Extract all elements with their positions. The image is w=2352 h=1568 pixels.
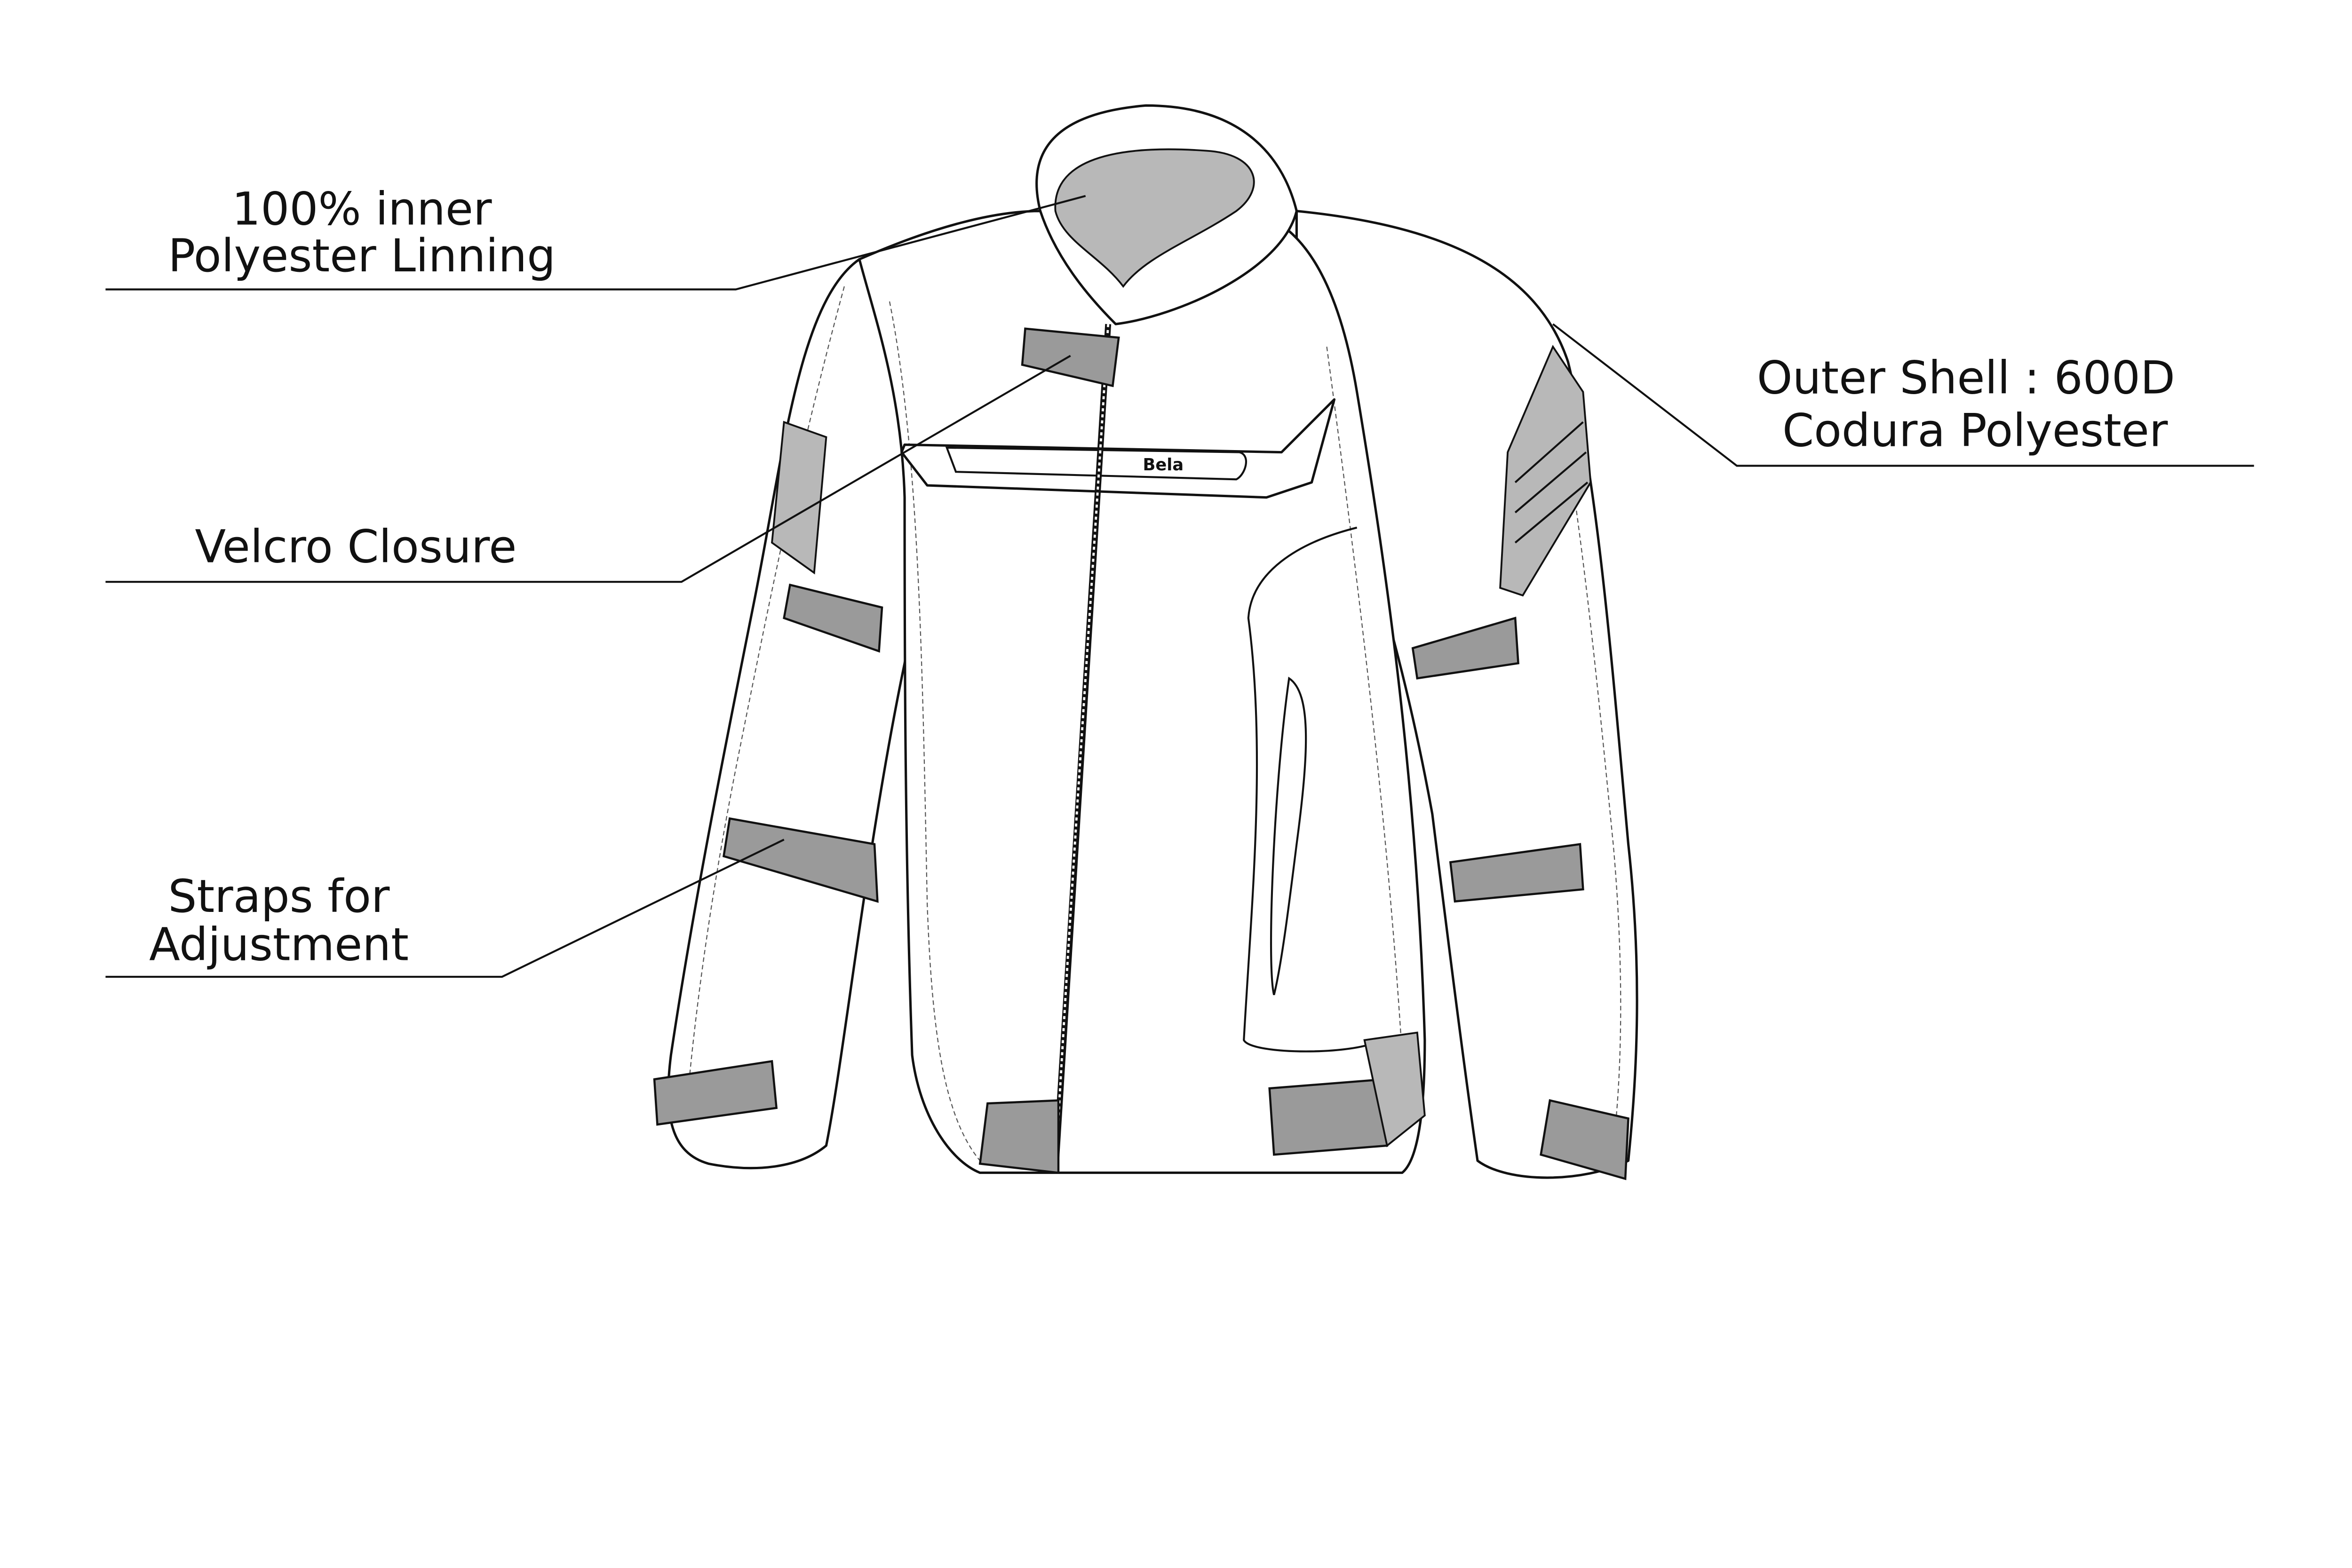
waist-tab <box>1268 1078 1389 1156</box>
lining-label-line2: Polyester Linning <box>168 230 556 282</box>
velcro-label: Velcro Closure <box>195 521 516 573</box>
callout-lining: 100% inner Polyester Linning <box>105 183 1086 291</box>
collar-lining-mesh <box>1054 148 1255 288</box>
velcro-closure-tab <box>1021 327 1120 388</box>
shoulder-stripes-left <box>771 420 827 575</box>
lining-label-line1: 100% inner <box>232 183 492 236</box>
left-sleeve <box>667 258 913 1170</box>
right-lower-strap <box>1449 843 1584 903</box>
jacket-body <box>858 210 1426 1174</box>
right-upper-strap <box>1411 617 1519 680</box>
callout-velcro: Velcro Closure <box>105 355 1071 583</box>
straps-label-line1: Straps for <box>168 870 390 923</box>
callout-straps: Straps for Adjustment <box>105 839 785 978</box>
left-lower-strap <box>722 817 879 903</box>
left-upper-strap <box>783 583 883 653</box>
logo-text: Bela <box>1143 455 1184 475</box>
shoulder-stripes-right <box>1499 345 1592 597</box>
callout-shell: Outer Shell : 600D Codura Polyester <box>1552 323 2254 467</box>
straps-leader-line <box>105 839 785 978</box>
left-cuff <box>653 1060 778 1126</box>
velcro-leader-line <box>105 355 1071 583</box>
jacket-illustration: Bela <box>653 104 1638 1180</box>
shell-label-line2: Codura Polyester <box>1782 404 2168 457</box>
shell-leader-line <box>1552 323 2254 467</box>
jacket-diagram: Bela 100% inner Polyester Linning Velcro… <box>105 104 2254 1180</box>
lining-leader-line <box>105 195 1086 291</box>
straps-label-line2: Adjustment <box>149 919 409 971</box>
right-cuff <box>1540 1099 1629 1180</box>
shell-label-line1: Outer Shell : 600D <box>1757 352 2175 404</box>
